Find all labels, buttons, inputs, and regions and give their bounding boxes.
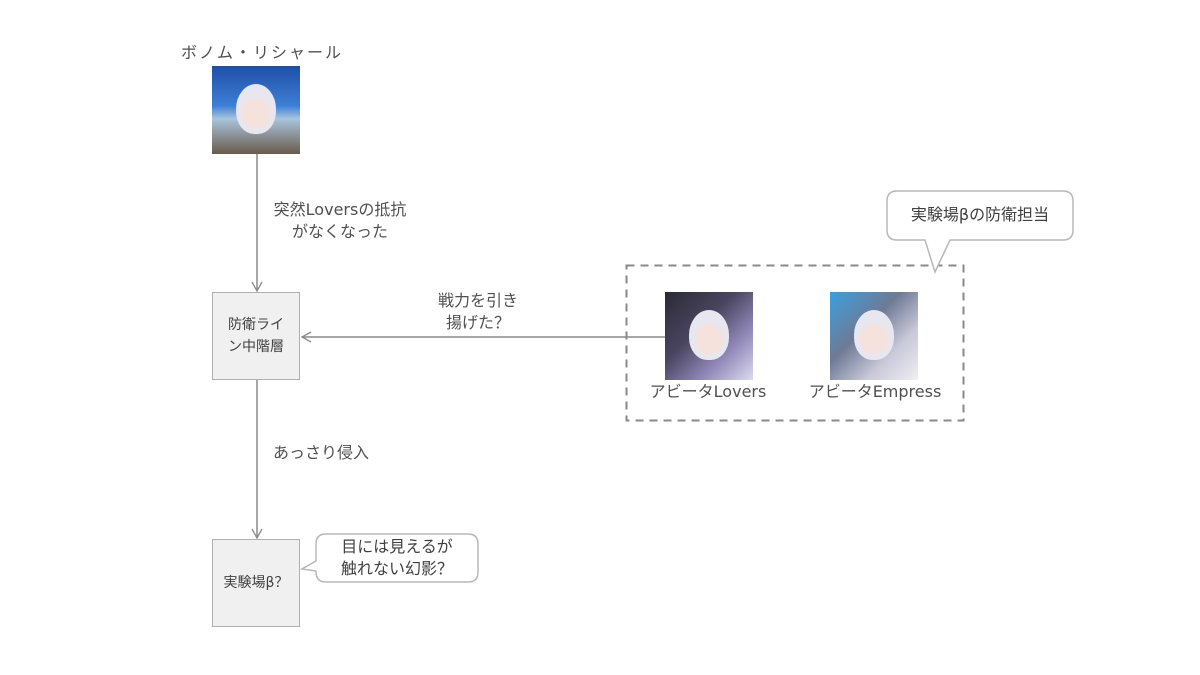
portrait-face bbox=[242, 98, 270, 128]
edge-label-bonhomme-to-defense: 突然Loversの抵抗 がなくなった bbox=[260, 199, 420, 243]
edge-label-lovers-to-defense: 戦力を引き 揚げた？ bbox=[408, 290, 548, 334]
bonhomme-name: ボノム・リシャール bbox=[180, 43, 343, 62]
portrait-face bbox=[860, 324, 888, 354]
empress-name: アビータEmpress bbox=[808, 382, 942, 401]
callout-line: 目には見えるが bbox=[341, 537, 453, 556]
lab-note-text: 目には見えるが 触れない幻影？ bbox=[316, 536, 478, 580]
group-note-bubble bbox=[886, 190, 1074, 275]
portrait-face bbox=[695, 324, 723, 354]
group-note-text: 実験場βの防衛担当 bbox=[910, 205, 1050, 224]
node-lab-beta[interactable]: 実験場β？ bbox=[212, 539, 300, 627]
empress-portrait[interactable] bbox=[830, 292, 918, 380]
edge-label-defense-to-lab: あっさり侵入 bbox=[273, 443, 370, 462]
edge-label-line: 突然Loversの抵抗 bbox=[273, 200, 407, 219]
bonhomme-portrait[interactable] bbox=[212, 66, 300, 154]
lovers-name: アビータLovers bbox=[649, 382, 767, 401]
node-label-line: 防衛ライ bbox=[228, 317, 284, 333]
edge-label-line: がなくなった bbox=[291, 222, 388, 241]
callout-line: 触れない幻影？ bbox=[340, 559, 453, 578]
edge-label-line: 戦力を引き bbox=[437, 291, 518, 310]
lovers-portrait[interactable] bbox=[665, 292, 753, 380]
lab-note-bubble bbox=[299, 533, 479, 583]
node-defense-line[interactable]: 防衛ライン中階層 bbox=[212, 292, 300, 380]
edge-label-line: 揚げた？ bbox=[445, 313, 510, 332]
group-dashed-box bbox=[625, 264, 965, 422]
node-label-line: ン中階層 bbox=[228, 339, 284, 355]
